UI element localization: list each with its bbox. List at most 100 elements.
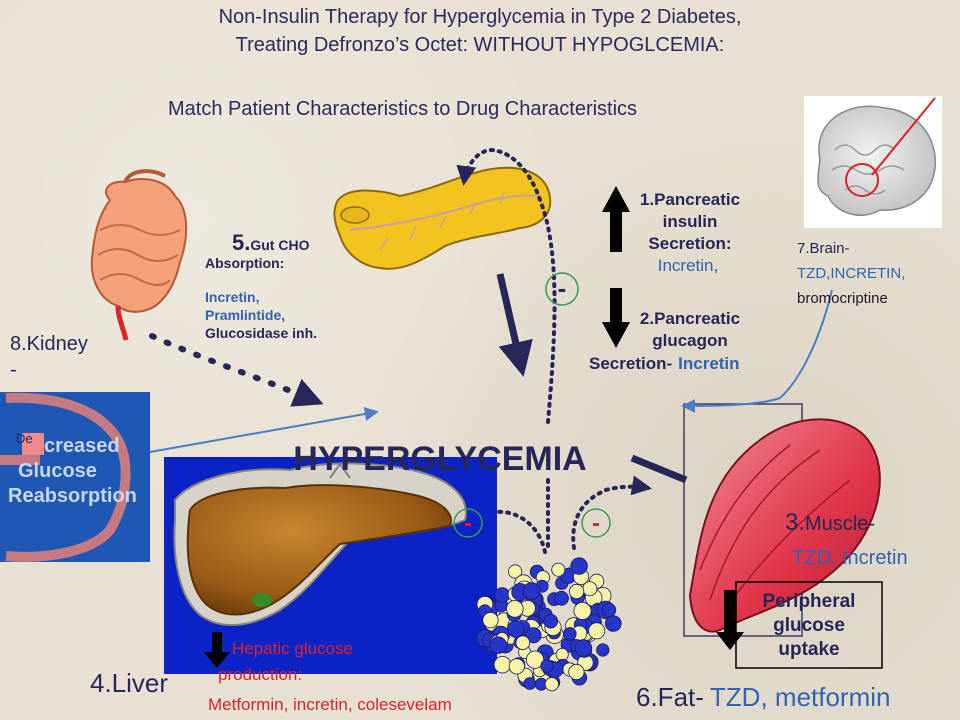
liver-down-arrow — [204, 632, 230, 668]
pancreas-to-center-arrow — [496, 273, 533, 377]
fat-cell — [570, 557, 588, 575]
glucagon-label-line3-group: Secretion- Incretin — [589, 354, 740, 373]
kidney-image-text-2: Glucose — [18, 460, 97, 482]
fat-cell — [601, 602, 617, 618]
liver-text-line2: production: — [218, 665, 302, 684]
brain-drugs-line1: TZD,INCRETIN, — [797, 265, 905, 282]
fat-cell — [555, 648, 569, 662]
minus-circle-liver — [453, 508, 483, 538]
fat-drugs: TZD, metformin — [710, 682, 891, 712]
fat-cell — [540, 659, 554, 673]
fat-cell — [544, 677, 559, 692]
glucagon-down-arrow — [602, 288, 630, 348]
fat-cell — [525, 627, 542, 644]
liver-text-line1: Hepatic glucose — [232, 639, 353, 658]
liver-label: 4.Liver — [90, 668, 168, 698]
kidney-image-text-1: creased — [44, 435, 120, 457]
fat-cell — [523, 677, 537, 690]
glucagon-label-line2: glucagon — [652, 331, 728, 350]
fat-cell — [588, 622, 606, 640]
minus-sign-muscle: - — [592, 510, 600, 537]
uptake-line3: uptake — [778, 639, 839, 660]
brain-label: 7.Brain- — [797, 240, 850, 257]
fat-cell — [574, 639, 593, 657]
gut-dotted-arrow — [149, 333, 324, 407]
kidney-image-text-3: Reabsorption — [8, 485, 137, 507]
fat-cell — [604, 615, 622, 632]
fat-cell — [525, 650, 545, 669]
fat-cell — [596, 643, 610, 657]
fat-cell — [494, 587, 511, 603]
fat-cell — [505, 600, 524, 618]
gut-drug-1: Incretin, — [205, 289, 259, 305]
fat-label-group: 6.Fat-TZD, metformin — [636, 682, 891, 712]
minus-circle-pancreas — [545, 272, 579, 306]
kidney-dash: - — [10, 359, 17, 381]
fat-cell — [482, 612, 499, 629]
kidney-label: 8.Kidney — [10, 333, 88, 355]
glucagon-drug: Incretin — [678, 354, 739, 373]
fat-cell — [507, 564, 523, 579]
gut-name-line1: Gut CHO — [250, 237, 309, 253]
fat-to-muscle-dotted-arrow — [571, 475, 652, 550]
peripheral-uptake-box — [735, 581, 883, 669]
kidney-blue-arrow — [149, 407, 379, 453]
muscle-down-arrow — [716, 590, 744, 650]
gut-name-line2: Absorption: — [205, 255, 284, 271]
insulin-up-arrow — [602, 186, 630, 252]
muscle-name: Muscle- — [805, 513, 875, 535]
fat-cell — [554, 590, 569, 606]
gut-drug-2: Pramlintide, — [205, 307, 285, 323]
insulin-label-line2: insulin — [663, 212, 718, 231]
pancreas-feedback-dotted-arrow — [456, 147, 557, 424]
fat-cell — [543, 613, 558, 629]
uptake-line2: glucose — [773, 615, 845, 636]
fat-cell — [493, 656, 512, 674]
brain-drugs-line2: bromocriptine — [797, 290, 888, 307]
insulin-label-line3: Secretion: — [648, 234, 731, 253]
title-line-2: Treating Defronzo’s Octet: WITHOUT HYPOG… — [235, 34, 725, 56]
muscle-image — [683, 403, 881, 637]
fat-cell — [508, 658, 525, 675]
fat-cell — [573, 601, 592, 620]
fat-cell — [562, 627, 577, 641]
title-line-1: Non-Insulin Therapy for Hyperglycemia in… — [218, 6, 742, 28]
gut-drug-3: Glucosidase inh. — [205, 325, 317, 341]
minus-sign-pancreas: - — [558, 273, 567, 303]
fat-cell — [507, 620, 525, 638]
pancreas-image — [333, 166, 552, 270]
fat-cell — [551, 562, 566, 577]
fat-to-liver-dotted-arrow — [494, 509, 547, 554]
fat-cell — [582, 581, 598, 597]
subtitle: Match Patient Characteristics to Drug Ch… — [168, 98, 638, 120]
liver-drugs: Metformin, incretin, colesevelam — [208, 695, 452, 714]
fat-cells-image — [476, 557, 622, 692]
uptake-line1: Peripheral — [763, 591, 856, 612]
muscle-label-group: 3.Muscle- — [785, 509, 875, 536]
muscle-connector-bar — [630, 454, 688, 484]
kidney-image — [0, 392, 150, 562]
brain-blue-arrow — [681, 289, 833, 413]
minus-sign-liver: - — [464, 510, 472, 537]
intestine-image — [90, 169, 188, 341]
liver-image — [164, 457, 497, 674]
insulin-drug: Incretin, — [658, 256, 718, 275]
brain-image — [804, 96, 942, 228]
kidney-prefix: De — [16, 431, 33, 446]
minus-circle-muscle — [581, 508, 611, 538]
glucagon-label-line3: Secretion- — [589, 354, 672, 373]
muscle-drugs: TZD, Incretin — [792, 547, 908, 569]
muscle-number: 3. — [785, 509, 805, 536]
fat-cell — [568, 583, 585, 600]
gut-number: 5. — [232, 230, 250, 255]
fat-cell — [489, 636, 507, 654]
hyperglycemia-label: HYPERGLYCEMIA — [293, 440, 586, 478]
fat-cell — [515, 635, 531, 650]
fat-label: 6.Fat- — [636, 682, 704, 712]
glucagon-label-line1: 2.Pancreatic — [640, 309, 740, 328]
insulin-label-line1: 1.Pancreatic — [640, 190, 740, 209]
fat-cell — [522, 582, 541, 600]
fat-cell — [568, 663, 585, 681]
gut-number-group: 5.Gut CHO — [232, 230, 310, 255]
